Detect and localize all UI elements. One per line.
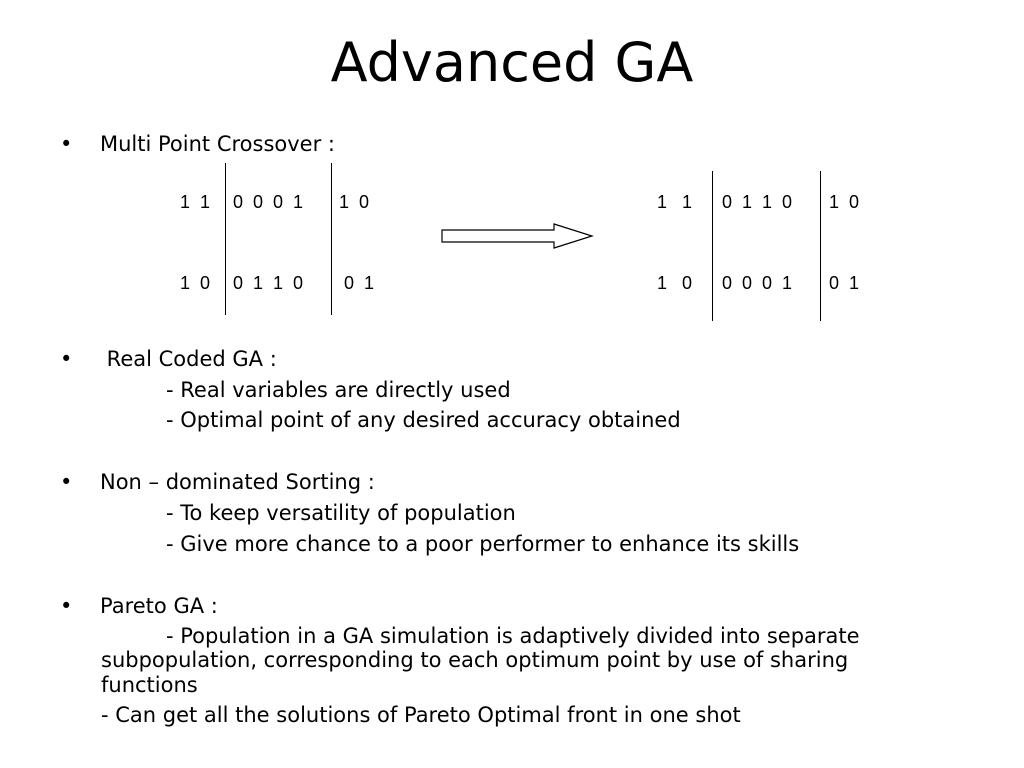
parent-2-segment-a: 1 0 [180,273,211,293]
non-dominated-point-1: - To keep versatility of population [166,501,516,525]
parent-1-segment-a: 1 1 [180,192,211,212]
parent-crossover-point-2 [331,163,332,315]
bullet-pareto-ga: • Pareto GA : [60,593,218,619]
bullet-label: Non – dominated Sorting : [100,470,375,494]
pareto-point-1-line-3: functions [101,673,198,697]
offspring-2-segment-a: 1 0 [657,273,693,293]
right-arrow-icon [441,223,594,249]
bullet-multi-point-crossover: • Multi Point Crossover : [60,131,335,157]
real-coded-point-1: - Real variables are directly used [166,378,511,402]
bullet-label: Multi Point Crossover : [100,132,335,156]
non-dominated-point-2: - Give more chance to a poor performer t… [166,532,800,556]
bullet-icon: • [60,470,73,494]
bullet-icon: • [60,132,73,156]
bullet-real-coded-ga: • Real Coded GA : [60,346,277,372]
bullet-label: Pareto GA : [100,594,218,618]
real-coded-point-2: - Optimal point of any desired accuracy … [166,408,681,432]
offspring-2-segment-c: 0 1 [829,273,860,293]
pareto-point-2: - Can get all the solutions of Pareto Op… [101,703,741,727]
bullet-label: Real Coded GA : [100,347,277,371]
bullet-icon: • [60,347,73,371]
bullet-non-dominated-sorting: • Non – dominated Sorting : [60,469,375,495]
parent-crossover-point-1 [225,163,226,315]
parent-1-segment-c: 1 0 [339,192,370,212]
offspring-crossover-point-1 [712,171,713,321]
offspring-1-segment-a: 1 1 [657,192,693,212]
offspring-crossover-point-2 [820,171,821,321]
pareto-point-1-line-2: subpopulation, corresponding to each opt… [101,648,849,672]
offspring-2-segment-b: 0 0 0 1 [722,273,793,293]
parent-2-segment-b: 0 1 1 0 [233,273,304,293]
bullet-icon: • [60,594,73,618]
pareto-point-1-line-1: - Population in a GA simulation is adapt… [166,624,860,648]
parent-1-segment-b: 0 0 0 1 [233,192,304,212]
parent-2-segment-c: 0 1 [339,273,375,293]
slide-title: Advanced GA [330,31,694,94]
offspring-1-segment-c: 1 0 [829,192,860,212]
offspring-1-segment-b: 0 1 1 0 [722,192,793,212]
